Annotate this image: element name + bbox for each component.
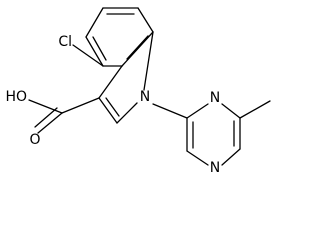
pyrimidine-ring <box>152 100 271 166</box>
bond-c3a-c7a-inner <box>126 35 149 60</box>
bond-c6-c5 <box>85 7 104 38</box>
bond-c3-cacid <box>61 97 100 114</box>
bond-c3a-c7a <box>121 31 154 67</box>
bond-c7a-n1 <box>143 31 154 91</box>
bond-cacid-oh <box>28 99 63 114</box>
bond-cacid-o-inner <box>34 107 58 128</box>
bond-cacid-o-outer <box>37 112 63 134</box>
hydroxyl-label: HO <box>5 89 27 105</box>
bond-c4prime-methyl <box>239 100 271 119</box>
bond-c2-n1 <box>116 102 138 124</box>
chemical-structure: Cl HO O N N N <box>5 7 271 176</box>
chloro-substituent <box>72 44 104 67</box>
carbonyl-oxygen-label: O <box>29 132 40 148</box>
pyrimidine-nitrogen-lower-label: N <box>210 160 220 176</box>
bond-c3-c2 <box>98 97 118 124</box>
bond-c6prime-n1prime <box>186 150 209 166</box>
bond-n3prime-c4prime <box>221 103 241 119</box>
bond-c5-c4-inner <box>92 36 107 61</box>
pyrrole-ring <box>98 31 154 124</box>
carboxylic-acid-group <box>28 97 100 134</box>
bond-c3a-c3 <box>98 65 123 99</box>
bond-c4-cl <box>72 44 104 67</box>
bond-c2prime-n3prime <box>186 103 209 119</box>
bond-c5prime-c6prime <box>221 148 241 166</box>
benzene-ring <box>85 7 154 67</box>
indole-nitrogen-label: N <box>140 89 150 105</box>
bond-n1-c2prime <box>152 103 188 119</box>
bond-c7a-c7 <box>137 7 154 33</box>
bond-c3-c2-inner <box>105 97 120 117</box>
pyrimidine-nitrogen-upper-label: N <box>210 90 220 106</box>
bond-c5-c4 <box>85 36 104 67</box>
chlorine-label: Cl <box>58 34 72 50</box>
